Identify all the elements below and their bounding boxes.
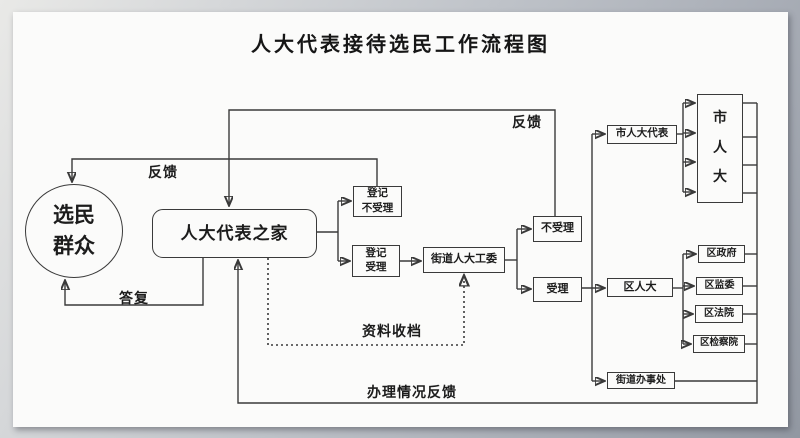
node-accepted: 受理	[533, 277, 582, 302]
node-voters: 选民 群众	[25, 184, 123, 278]
node-home: 人大代表之家	[152, 209, 317, 258]
edge-handling-feedback	[238, 103, 758, 404]
node-district-procuratorate: 区检察院	[693, 335, 745, 353]
edge-feedback-to-home	[229, 109, 556, 216]
node-district-court: 区法院	[695, 305, 743, 323]
node-city-npc-deputy: 市人大代表	[607, 125, 677, 144]
page-title: 人大代表接待选民工作流程图	[251, 34, 550, 56]
node-district-supervisory: 区监委	[696, 277, 743, 295]
slide-background	[13, 12, 788, 427]
edge-archive-dotted	[267, 258, 464, 346]
node-street-npc-committee: 街道人大工委	[423, 247, 505, 273]
node-rejected: 不受理	[533, 216, 582, 242]
label-archive: 资料收档	[362, 325, 422, 340]
label-feedback-to-home: 反馈	[512, 116, 542, 131]
node-city-npc: 市 人 大	[697, 94, 743, 203]
label-feedback-to-voters: 反馈	[148, 166, 178, 181]
node-register-rejected: 登记 不受理	[353, 186, 402, 217]
node-register-accepted: 登记 受理	[352, 245, 400, 277]
label-handling-feedback: 办理情况反馈	[367, 386, 457, 401]
node-district-npc: 区人大	[607, 278, 673, 297]
edge-reply	[65, 258, 204, 306]
edge-feedback-to-voters	[72, 158, 378, 186]
node-district-government: 区政府	[698, 245, 745, 263]
node-street-office: 街道办事处	[607, 372, 675, 389]
label-reply: 答复	[119, 292, 149, 307]
